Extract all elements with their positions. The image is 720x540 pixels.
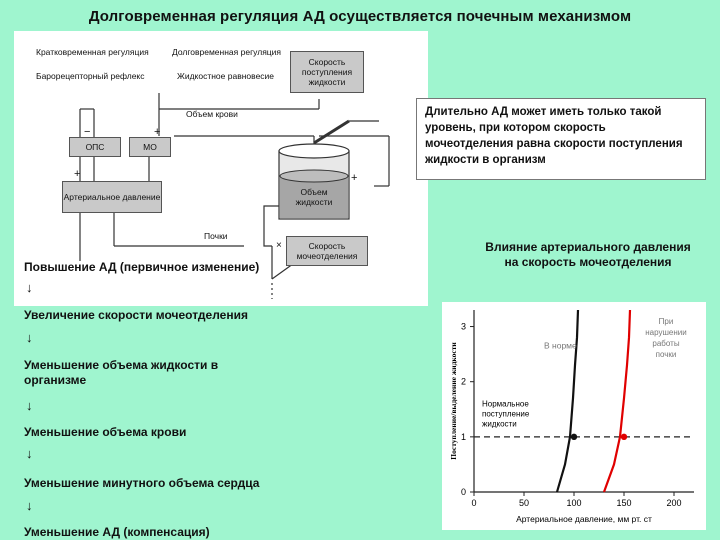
chain-step: Повышение АД (первичное изменение) — [24, 260, 260, 274]
series-line — [555, 309, 580, 493]
chain-step: Увеличение скорости мочеотделения — [24, 308, 248, 322]
kidneys-label: Почки — [204, 231, 228, 241]
short-term-label: Кратковременная регуляция — [36, 47, 149, 57]
diagram-lines — [79, 93, 390, 299]
down-arrow-icon: ↓ — [26, 446, 33, 461]
water-balance-label: Жидкостное равновесие — [177, 71, 275, 81]
ops-box: ОПС — [69, 137, 121, 157]
chain-step: Уменьшение объема крови — [24, 425, 187, 439]
down-arrow-icon: ↓ — [26, 498, 33, 513]
fluid-volume-label: Объем жидкости — [295, 187, 333, 207]
regulation-diagram: Кратковременная регуляция Барорецепторны… — [14, 31, 428, 306]
x-tick-label: 0 — [471, 498, 476, 508]
arterial-pressure-box: Артериальное давление — [62, 181, 162, 213]
series-line — [602, 309, 632, 493]
y-axis-label: Поступление/выделение жидкости — [449, 342, 458, 460]
long-term-label: Долговременная регуляция — [172, 47, 282, 57]
chain-step: Уменьшение минутного объема сердца — [24, 476, 260, 490]
x-tick-label: 100 — [566, 498, 581, 508]
y-tick-label: 1 — [461, 432, 466, 442]
down-arrow-icon: ↓ — [26, 398, 33, 413]
data-point — [620, 433, 628, 441]
x-tick-label: 50 — [519, 498, 529, 508]
y-tick-label: 3 — [461, 322, 466, 332]
slide-title: Долговременная регуляция АД осуществляет… — [88, 8, 632, 25]
y-tick-label: 0 — [461, 487, 466, 497]
down-arrow-icon: ↓ — [26, 330, 33, 345]
mo-box: МО — [129, 137, 171, 157]
chain-step: Уменьшение АД (компенсация) — [24, 525, 210, 539]
x-tick-label: 200 — [666, 498, 681, 508]
note-box: Длительно АД может иметь только такой ур… — [416, 98, 706, 180]
x-tick-label: 150 — [616, 498, 631, 508]
data-point — [570, 433, 578, 441]
minus-sign: − — [84, 126, 91, 138]
baroreflex-label: Барорецепторный рефлекс — [36, 71, 145, 81]
blood-volume-label: Объем крови — [186, 109, 238, 119]
x-axis-label: Артериальное давление, мм рт. ст — [516, 514, 652, 524]
plus-sign: + — [351, 172, 358, 184]
series-label: В норме — [544, 341, 577, 351]
chart-title: Влияние артериального давления на скорос… — [485, 240, 691, 269]
chain-step: Уменьшение объема жидкости в организме — [24, 358, 219, 387]
urine-rate-box: Скорость мочеотделения — [286, 236, 368, 266]
down-arrow-icon: ↓ — [26, 280, 33, 295]
y-tick-label: 2 — [461, 377, 466, 387]
multiply-sign: × — [276, 240, 282, 251]
plus-sign: + — [154, 126, 161, 138]
intake-rate-box: Скорость поступления жидкости — [290, 51, 364, 93]
plus-sign: + — [74, 168, 81, 180]
